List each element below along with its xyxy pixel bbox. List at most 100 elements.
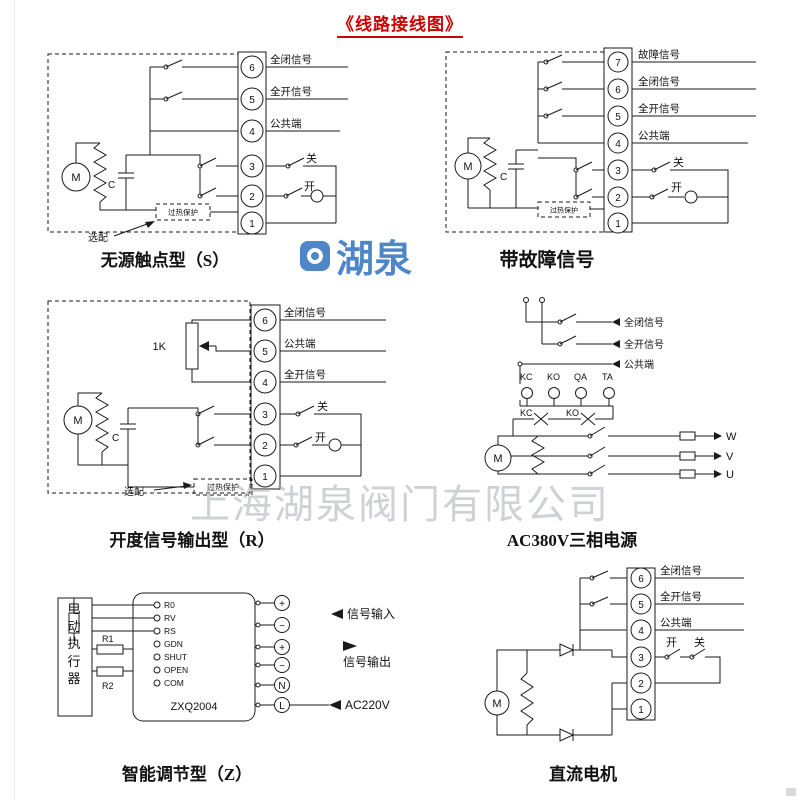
capacitor-letter: C: [112, 433, 119, 444]
terminal-number: 5: [638, 600, 644, 611]
signal-out-arrow: [343, 641, 357, 651]
io-terminals: + − + − N L: [255, 595, 290, 713]
signal-wires: 全闭信号 公共端 全开信号: [280, 306, 386, 383]
enclosure-dashed-box: [47, 300, 251, 494]
motor-letter: M: [463, 161, 472, 173]
live-terminal: L: [279, 701, 285, 712]
full-close-label: 全闭信号: [270, 53, 312, 66]
motor-circuit: M C: [63, 392, 251, 466]
potentiometer: 1K: [153, 319, 251, 383]
common-label: 公共端: [660, 616, 692, 629]
motor-bridge: M: [484, 643, 627, 742]
terminal-number: 2: [249, 192, 255, 203]
open-label: 开: [304, 181, 315, 193]
terminal-number: 1: [262, 472, 268, 483]
signal-wires: 故障信号 全闭信号 全开信号 公共端: [632, 48, 756, 144]
close-open-circuit: 关 开: [266, 151, 337, 224]
open-label: 开: [666, 637, 677, 649]
terminal-number: 5: [249, 95, 255, 106]
minus-terminal: −: [279, 661, 285, 672]
signal-wires: 全闭信号 全开信号 公共端: [266, 53, 348, 132]
r1-label: R1: [102, 634, 114, 644]
caption-dc-motor: 直流电机: [549, 765, 617, 784]
coil-symbol: [521, 387, 533, 399]
page-edge-line: [14, 0, 15, 800]
terminal-number: 4: [638, 626, 644, 637]
terminal-number: 1: [615, 219, 621, 230]
terminal-circles: 6 5 4 3 2 1: [630, 567, 652, 720]
overheat-label: 过热保护: [550, 206, 578, 215]
terminal-number: 5: [262, 347, 268, 358]
capacitor-letter: C: [108, 180, 115, 191]
capacitor-letter: C: [500, 172, 507, 183]
overheat-option: 过热保护 选配: [124, 465, 253, 498]
close-open-circuit: 关 开: [280, 399, 362, 477]
plus-terminal: +: [279, 643, 285, 654]
signal-in-label: 信号输入: [347, 606, 395, 621]
controller-pins: R0 RV RS GDN SHUT OPEN COM: [92, 600, 188, 688]
caption-three-phase: AC380V三相电源: [506, 531, 638, 550]
signal-wires: 全闭信号 全开信号 公共端: [655, 564, 744, 631]
open-label: 开: [315, 432, 326, 444]
pot-value: 1K: [153, 341, 167, 353]
terminal-number: 4: [262, 378, 268, 389]
plus-terminal: +: [279, 599, 285, 610]
brand-logo-icon: [300, 240, 330, 271]
wiper-arrow: [199, 341, 209, 351]
overheat-option: 过热保护: [537, 201, 604, 218]
r1-body: [96, 644, 124, 655]
minus-terminal: −: [279, 621, 285, 632]
fuse-symbol: [679, 451, 696, 461]
page-title: 《线路接线图》: [0, 10, 800, 38]
r2-label: R2: [102, 681, 114, 691]
caption-passive-contact: 无源触点型（S）: [100, 251, 230, 270]
schematic-intelligent: R1 R2 ZXQ2004 R0 RV RS GDN SHUT OPEN COM…: [57, 592, 395, 722]
pin-label: R0: [164, 600, 175, 610]
fault-label: 故障信号: [638, 48, 680, 61]
winding-symbol: [483, 137, 497, 191]
winding-symbol: [531, 435, 545, 475]
full-close-label: 全闭信号: [660, 564, 702, 577]
actuator-label: 电动执行器: [67, 601, 81, 687]
schematic-fault-signal: 7 6 5 4 3 2 1 故障信号 全闭信号 全开信号 公共端 关 开 M: [445, 47, 756, 234]
motor-phase-lines: M W V U: [484, 426, 737, 481]
contact-x-symbol: [580, 412, 596, 426]
phase-v-label: V: [726, 451, 734, 463]
enclosure-dashed-box: [445, 51, 607, 233]
winding-symbol: [93, 142, 107, 203]
potentiometer-body: [185, 322, 199, 370]
close-label: 关: [317, 399, 328, 413]
terminal-number: 2: [262, 441, 268, 452]
page-title-text: 《线路接线图》: [337, 10, 463, 38]
caption-intelligent: 智能调节型（Z）: [121, 765, 253, 784]
common-label: 公共端: [284, 337, 316, 350]
schematic-passive-contact: 6 5 4 3 2 1 全闭信号 全开信号 公共端 关 开 M: [47, 51, 348, 244]
terminal-number: 6: [262, 316, 268, 327]
contact-x-symbol: [533, 412, 549, 426]
full-close-label: 全闭信号: [624, 316, 664, 329]
terminal-number: 1: [638, 705, 644, 716]
pin-label: GDN: [164, 639, 183, 649]
full-close-label: 全闭信号: [284, 306, 326, 319]
terminal-number: 2: [615, 193, 621, 204]
motor-circuit: M C: [61, 59, 238, 211]
phase-u-label: U: [726, 469, 734, 481]
ko-label: KO: [547, 372, 560, 382]
optional-label: 选配: [88, 231, 108, 244]
terminal-strip: [250, 304, 281, 490]
kc-contact-label: KC: [520, 408, 533, 418]
terminal-number: 2: [638, 679, 644, 690]
io-labels: 信号输入 信号输出 AC220V: [289, 606, 395, 712]
common-label: 公共端: [624, 358, 654, 371]
diode-symbol: [559, 728, 575, 742]
winding-symbol: [95, 392, 109, 453]
close-label: 关: [673, 155, 684, 169]
winding-symbol: [520, 672, 534, 726]
coil-symbol: [548, 387, 560, 399]
full-open-label: 全开信号: [624, 338, 664, 351]
motor-letter: M: [73, 415, 82, 427]
fuse-symbol: [679, 469, 696, 479]
open-label: 开: [671, 182, 682, 194]
terminal-number: 5: [615, 112, 621, 123]
